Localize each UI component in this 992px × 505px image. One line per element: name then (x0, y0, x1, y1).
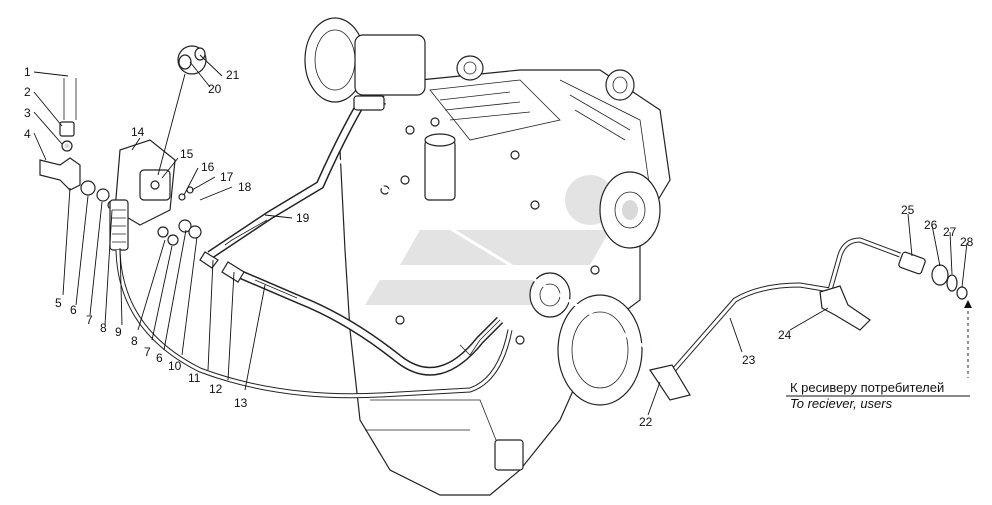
callout-7b: 7 (144, 345, 151, 359)
callout-6: 6 (70, 303, 77, 317)
callout-20: 20 (208, 82, 222, 96)
air-line-upper (63, 68, 651, 352)
callout-4: 4 (24, 127, 31, 141)
callout-2: 2 (24, 85, 31, 99)
caption-russian: К ресиверу потребителей (790, 380, 944, 395)
callout-13: 13 (234, 396, 248, 410)
callout-24: 24 (778, 328, 792, 342)
valve-block (109, 139, 202, 251)
callout-18: 18 (238, 180, 252, 194)
callout-3: 3 (24, 106, 31, 120)
callout-21: 21 (226, 68, 240, 82)
callout-19: 19 (296, 211, 310, 225)
callout-23: 23 (742, 353, 756, 367)
callout-17: 17 (220, 170, 234, 184)
transmission-housing (304, 17, 671, 496)
callout-22: 22 (639, 415, 653, 429)
callout-11: 11 (188, 371, 201, 385)
callout-labels: 1 2 3 4 5 6 7 8 9 8 7 6 10 11 12 13 14 1… (24, 65, 974, 429)
air-line-lower (115, 249, 513, 399)
hose-19 (207, 95, 386, 259)
leader-lines (33, 54, 968, 416)
washers-20-21 (177, 45, 207, 75)
callout-12: 12 (209, 382, 223, 396)
callout-8: 8 (100, 321, 107, 335)
callout-5: 5 (55, 296, 62, 310)
callout-8b: 8 (131, 334, 138, 348)
callout-9: 9 (115, 325, 122, 339)
callout-26: 26 (924, 218, 938, 232)
callout-16: 16 (201, 160, 215, 174)
callout-15: 15 (180, 147, 194, 161)
destination-caption: К ресиверу потребителей To reciever, use… (786, 380, 970, 411)
callout-6b: 6 (156, 351, 163, 365)
callout-14: 14 (131, 125, 145, 139)
callout-1: 1 (24, 65, 31, 79)
callout-28: 28 (960, 235, 974, 249)
fitting-group-left (39, 121, 117, 210)
hose-13 (199, 251, 504, 376)
air-line-right (649, 237, 972, 401)
callout-27: 27 (943, 225, 957, 239)
caption-english: To reciever, users (790, 396, 893, 411)
callout-25: 25 (901, 203, 915, 217)
callout-10: 10 (168, 359, 182, 373)
callout-7: 7 (86, 313, 93, 327)
